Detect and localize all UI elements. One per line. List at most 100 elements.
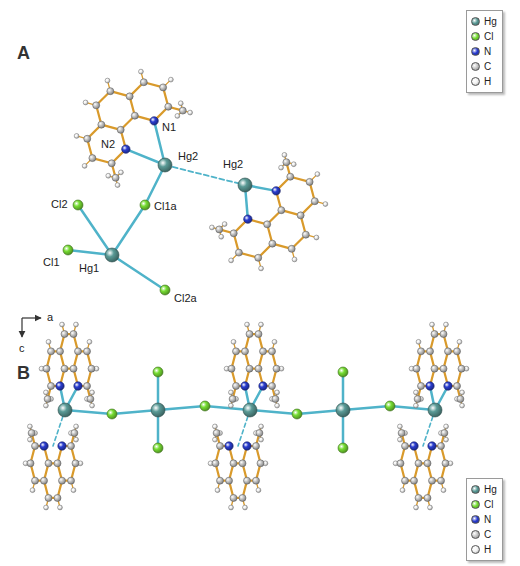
c-atom xyxy=(140,79,147,86)
c-atom xyxy=(233,348,240,355)
c-atom xyxy=(43,365,50,372)
legend-entry: N xyxy=(471,44,497,59)
h-atom xyxy=(71,488,76,493)
h-atom xyxy=(229,390,234,395)
c-atom xyxy=(445,348,452,355)
n-atom xyxy=(40,442,48,450)
n-atom xyxy=(122,145,130,153)
h-atom xyxy=(175,114,180,119)
c-atom xyxy=(438,477,445,484)
h-atom xyxy=(74,134,79,139)
h-atom xyxy=(139,69,144,74)
c-atom xyxy=(283,159,290,166)
c-atom xyxy=(269,240,276,247)
legend-entry: H xyxy=(471,542,497,557)
n-atom xyxy=(243,442,251,450)
h-atom xyxy=(275,403,280,408)
axis-c xyxy=(21,318,22,337)
legend-text: N xyxy=(484,46,491,57)
cl-atom xyxy=(338,443,348,453)
c-atom xyxy=(297,212,304,219)
h-atom xyxy=(282,152,287,157)
n-atom xyxy=(58,442,66,450)
atom-label: N2 xyxy=(100,138,116,150)
c-atom xyxy=(54,460,61,467)
c-atom xyxy=(442,460,449,467)
h-atom xyxy=(82,163,87,168)
cl-atom xyxy=(338,367,348,377)
c-atom xyxy=(212,460,219,467)
cl-atom xyxy=(140,200,150,210)
h-atom xyxy=(115,183,120,188)
c-atom xyxy=(246,331,253,338)
cl-atom xyxy=(73,200,83,210)
cl-atom xyxy=(153,367,163,377)
h-atom xyxy=(178,101,183,106)
c-atom xyxy=(260,348,267,355)
c-atom xyxy=(108,160,115,167)
h-atom xyxy=(314,235,319,240)
legend-text: C xyxy=(484,61,491,72)
c-atom xyxy=(272,395,279,402)
h-atom xyxy=(398,437,403,442)
h-atom xyxy=(291,162,296,167)
c-atom xyxy=(45,494,52,501)
h-atom xyxy=(215,488,220,493)
h-atom xyxy=(460,390,465,395)
c-atom xyxy=(402,443,409,450)
legend-text: Hg xyxy=(484,484,497,495)
c-atom xyxy=(255,254,262,261)
panel-letter: A xyxy=(16,44,31,64)
c-atom xyxy=(44,395,51,402)
cl-atom xyxy=(385,401,395,411)
axis-a xyxy=(22,317,41,318)
h-atom xyxy=(292,257,297,262)
c-atom xyxy=(440,365,447,372)
legend-swatch xyxy=(471,47,480,56)
legend-swatch xyxy=(471,77,480,86)
c-atom xyxy=(59,477,66,484)
n-atom xyxy=(241,382,249,390)
c-atom xyxy=(242,348,249,355)
hg-atom xyxy=(158,158,172,172)
c-atom xyxy=(398,430,405,437)
legend-box: HgClNCH xyxy=(466,478,503,561)
c-atom xyxy=(70,331,77,338)
c-atom xyxy=(84,135,91,142)
h-atom xyxy=(414,390,419,395)
h-atom xyxy=(444,424,449,429)
h-atom xyxy=(219,234,224,239)
h-atom xyxy=(272,339,277,344)
c-atom xyxy=(27,460,34,467)
c-atom xyxy=(89,155,96,162)
c-atom xyxy=(441,430,448,437)
atom-label: Cl2 xyxy=(50,198,69,210)
atom-label: Hg1 xyxy=(78,262,100,274)
n-atom xyxy=(428,442,436,450)
h-atom xyxy=(28,437,33,442)
c-atom xyxy=(179,107,186,114)
c-atom xyxy=(70,365,77,372)
n-atom xyxy=(444,382,452,390)
hg-atom xyxy=(105,248,119,262)
bonds xyxy=(26,72,467,508)
h-atom xyxy=(460,403,465,408)
c-atom xyxy=(68,443,75,450)
c-atom xyxy=(424,460,431,467)
c-atom xyxy=(253,443,260,450)
h-atom xyxy=(245,322,250,327)
n-atom xyxy=(56,382,64,390)
atom-label: Hg2 xyxy=(222,158,244,170)
c-atom xyxy=(414,395,421,402)
c-atom xyxy=(411,477,418,484)
cl-atom xyxy=(200,401,210,411)
c-atom xyxy=(278,207,285,214)
hg-atom xyxy=(58,403,72,417)
hg-atom xyxy=(151,403,165,417)
h-atom xyxy=(119,170,124,175)
c-atom xyxy=(246,365,253,372)
c-atom xyxy=(217,443,224,450)
legend-entry: Cl xyxy=(471,29,497,44)
h-atom xyxy=(74,437,79,442)
